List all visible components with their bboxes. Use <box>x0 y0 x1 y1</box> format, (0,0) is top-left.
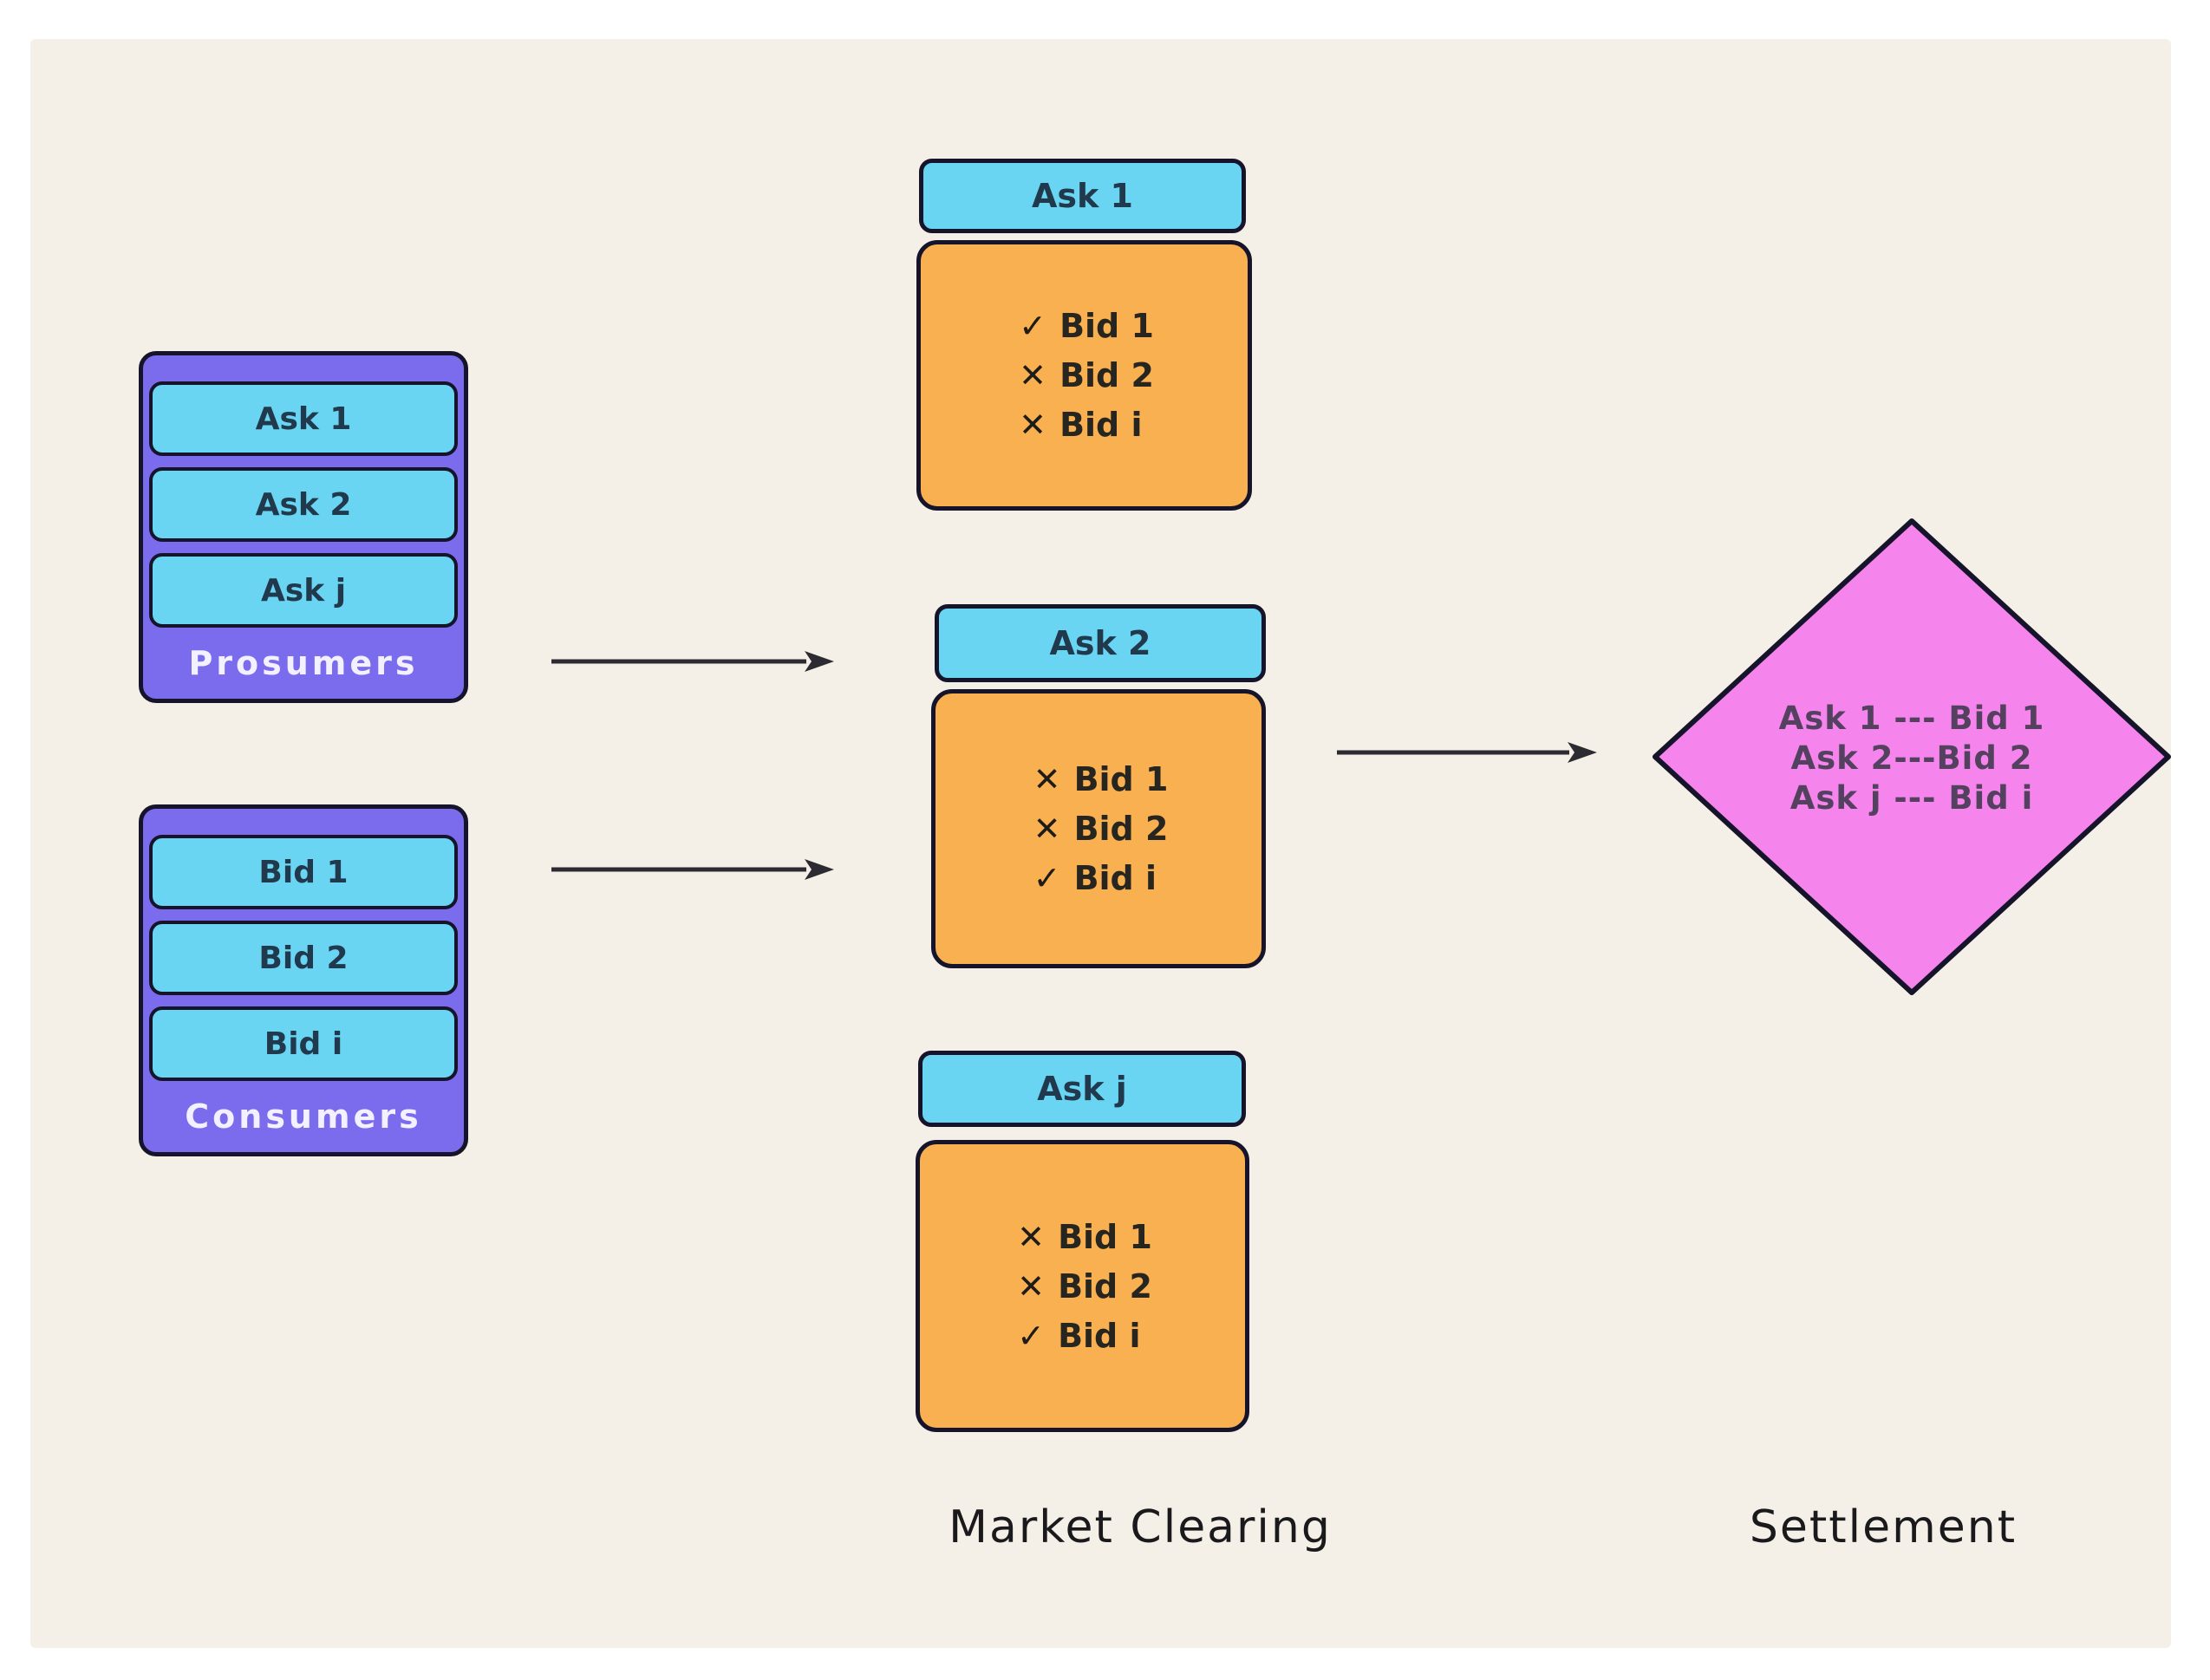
bid-row: ✕ Bid 2 <box>1014 356 1154 394</box>
cross-icon: ✕ <box>1019 356 1046 394</box>
check-icon: ✓ <box>1033 859 1061 897</box>
settlement-match-line: Ask 1 --- Bid 1 <box>1778 700 2045 737</box>
prosumers-ask-1-box: Ask 1 <box>149 381 458 456</box>
bid-row: ✕ Bid i <box>1014 406 1154 444</box>
consumers-bid-2-box: Bid 2 <box>149 921 458 995</box>
consumers-label: Consumers <box>185 1097 422 1136</box>
clearing-group-ask-2-body: ✕ Bid 1 ✕ Bid 2 ✓ Bid i <box>931 689 1266 968</box>
clearing-group-ask-1-header: Ask 1 <box>919 159 1246 233</box>
bid-label: Bid 2 <box>1073 810 1169 848</box>
settlement-match-line: Ask j --- Bid i <box>1790 779 2034 817</box>
cross-icon: ✕ <box>1017 1267 1045 1306</box>
settlement-label: Settlement <box>1749 1501 2018 1553</box>
arrow-clearing-to-settlement <box>1337 742 1597 763</box>
bid-row: ✕ Bid 2 <box>1013 1267 1152 1306</box>
bid-result-list: ✕ Bid 1 ✕ Bid 2 ✓ Bid i <box>1013 1218 1152 1355</box>
market-clearing-label: Market Clearing <box>949 1501 1332 1553</box>
prosumers-ask-j-box: Ask j <box>149 553 458 628</box>
prosumers-label: Prosumers <box>188 644 419 682</box>
bid-result-list: ✓ Bid 1 ✕ Bid 2 ✕ Bid i <box>1014 307 1154 444</box>
consumers-bid-1-box: Bid 1 <box>149 835 458 909</box>
cross-icon: ✕ <box>1033 760 1061 798</box>
bid-label: Bid i <box>1073 859 1157 897</box>
clearing-group-ask-j-body: ✕ Bid 1 ✕ Bid 2 ✓ Bid i <box>916 1140 1249 1432</box>
bid-row: ✕ Bid 1 <box>1029 760 1169 798</box>
bid-label: Bid 1 <box>1073 760 1169 798</box>
cross-icon: ✕ <box>1019 406 1046 444</box>
prosumers-stack: Ask 1 Ask 2 Ask j Prosumers <box>139 351 468 703</box>
bid-row: ✓ Bid 1 <box>1014 307 1154 345</box>
bid-label: Bid i <box>1059 406 1143 444</box>
arrow-consumers-to-clearing <box>551 859 834 880</box>
consumers-stack: Bid 1 Bid 2 Bid i Consumers <box>139 804 468 1156</box>
bid-label: Bid 1 <box>1058 1217 1152 1256</box>
cross-icon: ✕ <box>1017 1217 1045 1256</box>
settlement-match-line: Ask 2---Bid 2 <box>1790 739 2033 777</box>
clearing-group-ask-1-body: ✓ Bid 1 ✕ Bid 2 ✕ Bid i <box>916 240 1252 511</box>
bid-row: ✓ Bid i <box>1029 859 1169 897</box>
clearing-group-ask-2-header: Ask 2 <box>935 604 1266 682</box>
bid-row: ✓ Bid i <box>1013 1317 1152 1355</box>
settlement-matches: Ask 1 --- Bid 1 Ask 2---Bid 2 Ask j --- … <box>1712 699 2111 818</box>
arrow-prosumers-to-clearing <box>551 651 834 672</box>
prosumers-ask-2-box: Ask 2 <box>149 467 458 542</box>
settlement-diamond-shape <box>1653 518 2171 995</box>
check-icon: ✓ <box>1017 1316 1045 1355</box>
bid-row: ✕ Bid 2 <box>1029 810 1169 848</box>
bid-label: Bid i <box>1058 1316 1141 1355</box>
clearing-group-ask-j-header: Ask j <box>918 1051 1246 1127</box>
consumers-bid-i-box: Bid i <box>149 1006 458 1081</box>
bid-result-list: ✕ Bid 1 ✕ Bid 2 ✓ Bid i <box>1029 760 1169 897</box>
bid-label: Bid 2 <box>1059 356 1154 394</box>
bid-label: Bid 2 <box>1058 1267 1152 1306</box>
cross-icon: ✕ <box>1033 810 1061 848</box>
bid-label: Bid 1 <box>1059 307 1154 345</box>
bid-row: ✕ Bid 1 <box>1013 1218 1152 1256</box>
check-icon: ✓ <box>1019 307 1046 345</box>
